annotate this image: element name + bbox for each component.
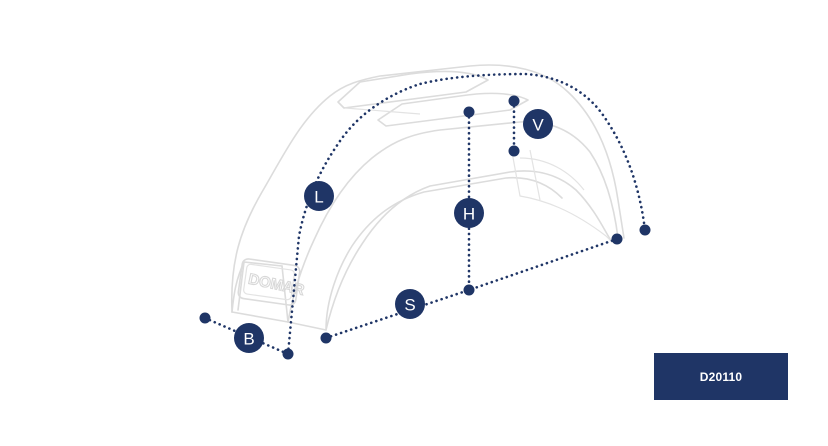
dimension-label-v: V <box>532 116 544 135</box>
endpoint-dot <box>611 233 623 245</box>
dimension-label-b: B <box>243 330 254 349</box>
endpoint-dot <box>320 332 332 344</box>
dimension-label-l: L <box>314 188 323 207</box>
dimension-badge-b: B <box>234 323 264 353</box>
endpoint-dot <box>463 284 475 296</box>
endpoint-dot <box>282 348 294 360</box>
dimension-badge-v: V <box>523 109 553 139</box>
dimension-label-s: S <box>404 296 415 315</box>
dimension-label-h: H <box>463 205 475 224</box>
product-code-box: D20110 <box>654 353 788 400</box>
dimension-badge-h: H <box>454 198 484 228</box>
dimension-s-line <box>324 237 619 340</box>
dimension-badge-l: L <box>304 181 334 211</box>
endpoint-dot <box>639 224 651 236</box>
product-code: D20110 <box>699 369 743 384</box>
endpoint-dot <box>508 95 520 107</box>
endpoint-dot <box>199 312 211 324</box>
endpoint-dot <box>463 106 475 118</box>
endpoint-dot <box>508 145 520 157</box>
dimension-endpoints <box>199 95 651 360</box>
dimension-lines <box>203 72 647 356</box>
dimension-l-line <box>286 72 647 356</box>
dimension-badge-s: S <box>395 289 425 319</box>
dimension-b-line <box>203 316 290 356</box>
mudguard-outline: DOMAR <box>230 64 625 331</box>
